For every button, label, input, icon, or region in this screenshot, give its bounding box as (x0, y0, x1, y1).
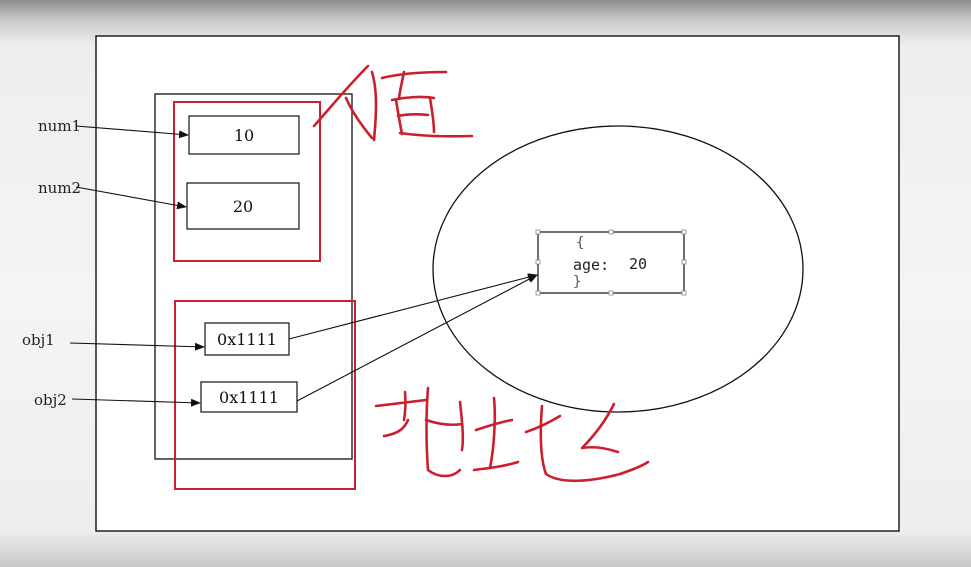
obj1-address: 0x1111 (217, 330, 277, 349)
selection-handle (535, 290, 541, 296)
obj2-arrow (71, 398, 201, 407)
heap-object-close-brace: } (573, 274, 581, 290)
selection-handle (608, 290, 614, 296)
heap-memory-ellipse (432, 125, 804, 413)
num2-value: 20 (233, 197, 253, 216)
heap-object-key: age: (573, 256, 609, 274)
num1-value: 10 (234, 126, 254, 145)
slide-frame (95, 35, 900, 532)
selection-handle (681, 290, 687, 296)
selection-handle (681, 229, 687, 235)
obj1-reference-arrow (288, 273, 538, 340)
obj2-reference-arrow (296, 274, 538, 402)
obj2-label: obj2 (34, 391, 67, 409)
selection-handle (535, 229, 541, 235)
obj2-address: 0x1111 (219, 388, 279, 407)
obj2-address-box (200, 381, 298, 413)
heap-object-box (537, 231, 685, 294)
num1-value-box (188, 115, 300, 155)
handwritten-value-note (312, 64, 474, 142)
num1-label: num1 (38, 117, 81, 135)
value-type-group (173, 101, 321, 262)
num2-label: num2 (38, 179, 81, 197)
obj1-arrow (69, 342, 205, 351)
selection-handle (535, 259, 541, 265)
num1-arrow (75, 125, 189, 139)
obj1-label: obj1 (22, 331, 55, 349)
heap-object-open-brace: { (576, 235, 584, 251)
handwritten-reference-note (374, 386, 650, 483)
num2-arrow (75, 186, 187, 210)
reference-type-group (174, 300, 356, 490)
heap-object-value: 20 (629, 255, 647, 273)
num2-value-box (186, 182, 300, 230)
selection-handle (608, 229, 614, 235)
selection-handles (535, 229, 687, 296)
selection-handle (681, 259, 687, 265)
stack-memory-box (154, 93, 353, 460)
